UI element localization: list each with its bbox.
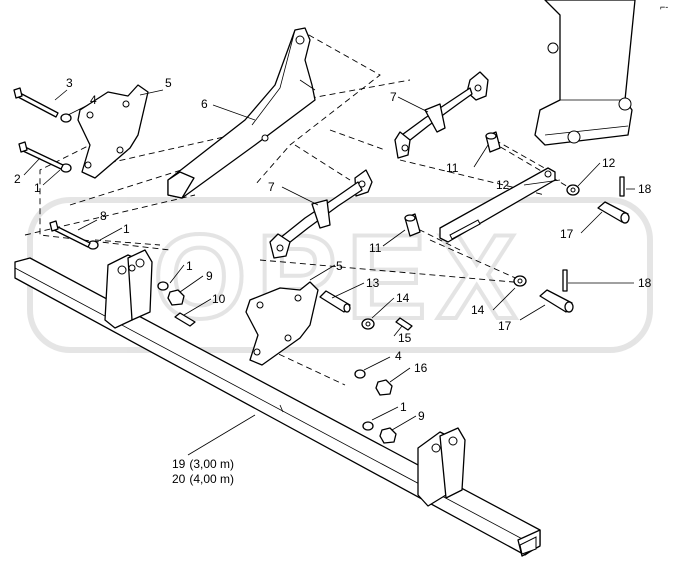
variant-19-spec: (3,00 m) [189,457,234,471]
callout-18: 18 [638,182,652,196]
callout-11: 11 [446,161,459,175]
callout-9: 9 [206,269,213,283]
mounting-plate-upper [77,84,149,179]
mounting-plate-lower [245,281,319,366]
callout-15: 15 [398,331,412,345]
top-link-lower [269,169,373,259]
top-link-upper [394,71,489,159]
callout-3: 3 [66,76,73,90]
tube-bracket-right [417,427,466,507]
callout-1: 1 [34,181,41,195]
callout-4: 4 [90,93,97,107]
callout-5: 5 [165,76,172,90]
callout-11: 11 [369,241,382,255]
variant-19: 19(3,00 m) [172,457,234,471]
callout-14: 14 [396,291,410,305]
callout-1: 1 [123,222,130,236]
callout-2: 2 [14,172,21,186]
frame-arm [167,27,316,199]
tube-bracket-left [104,249,153,329]
callout-6: 6 [201,97,208,111]
callout-9: 9 [418,409,425,423]
variant-labels: 19(3,00 m) 20(4,00 m) [172,457,234,486]
callout-4: 4 [395,349,402,363]
variant-19-number: 19 [172,457,186,471]
variant-20-number: 20 [172,472,186,486]
callout-labels: 3 4 5 6 2 1 8 1 1 9 10 7 7 11 11 12 12 1… [14,76,652,423]
corner-mark: ⌐- [660,2,668,12]
variant-20-spec: (4,00 m) [189,472,234,486]
small-parts [60,113,630,444]
callout-12: 12 [496,178,510,192]
callout-12: 12 [602,156,616,170]
callout-17: 17 [560,227,574,241]
callout-14: 14 [471,303,485,317]
variant-20: 20(4,00 m) [172,472,234,486]
callout-5: 5 [336,259,343,273]
callout-18: 18 [638,276,652,290]
upper-frame [534,0,636,146]
leader-lines [23,89,635,456]
callout-8: 8 [100,209,107,223]
bolts [13,87,91,248]
callout-7: 7 [268,180,275,194]
callout-13: 13 [366,276,380,290]
callout-16: 16 [414,361,428,375]
callout-17: 17 [498,319,512,333]
callout-10: 10 [212,292,226,306]
callout-7: 7 [390,90,397,104]
callout-1: 1 [400,400,407,414]
link-bar-right [439,167,556,243]
callout-1: 1 [186,259,193,273]
